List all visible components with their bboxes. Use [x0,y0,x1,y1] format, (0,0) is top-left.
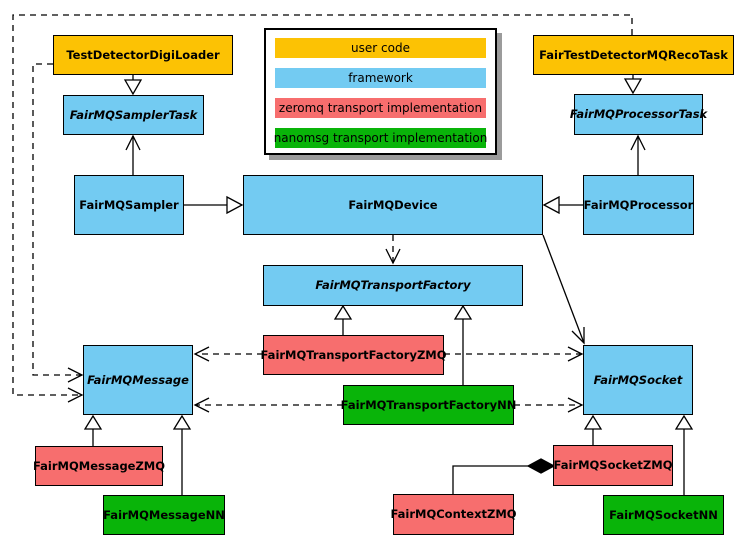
node-fairmqdevice: FairMQDevice [243,175,543,235]
edge-socketnn-socket [674,414,694,495]
legend-label-nanomsg: nanomsg transport implementation [273,131,488,145]
legend-item-user-code: user code [275,38,486,58]
edge-socketzmq-socket [583,414,603,445]
node-fairmqtransportfactoryzmq: FairMQTransportFactoryZMQ [261,335,447,375]
edge-tfzmq-transportfactory [333,304,353,335]
edge-contextzmq-socketzmq-composition [452,458,556,494]
node-fairmqsocket: FairMQSocket [583,345,693,415]
legend-item-nanomsg: nanomsg transport implementation [273,128,488,148]
node-fairmqprocessor: FairMQProcessor [583,175,694,235]
edge-messagezmq-message [83,414,103,446]
node-fairmqmessagezmq: FairMQMessageZMQ [33,446,165,486]
edge-messagenn-message [172,414,192,495]
node-fairmqcontextzmq: FairMQContextZMQ [390,494,517,535]
node-fairmqsocketzmq: FairMQSocketZMQ [553,445,673,486]
edge-device-transportfactory [385,235,401,265]
node-fairmqsampler: FairMQSampler [74,175,184,235]
node-fairmqsamplertask: FairMQSamplerTask [63,95,204,135]
edge-tfnn-transportfactory [453,304,473,385]
legend-label-framework: framework [348,71,413,85]
legend-label-user-code: user code [351,41,410,55]
edge-tfnn-message [193,397,343,413]
edge-processor-processortask [630,134,646,175]
edge-tfzmq-message [193,346,263,362]
node-testdetectordigiloader: TestDetectorDigiLoader [53,35,233,75]
node-fairmqsocketnn: FairMQSocketNN [603,495,724,535]
edge-digiloader-message [32,63,84,383]
edge-digiloader-samplertask [123,75,143,96]
node-fairmqtransportfactorynn: FairMQTransportFactoryNN [341,385,516,425]
node-fairmqtransportfactory: FairMQTransportFactory [263,265,523,306]
edge-recotask-processortask [623,75,643,95]
legend-item-framework: framework [275,68,486,88]
node-fairtestdetectormqrecotask: FairTestDetectorMQRecoTask [533,35,734,75]
edge-processor-device [542,195,583,215]
edge-tfnn-socket [514,397,584,413]
edge-sampler-device [184,195,244,215]
edge-recotask-message [12,14,633,403]
node-fairmqmessage: FairMQMessage [83,345,193,415]
node-fairmqmessagenn: FairMQMessageNN [103,495,225,535]
edge-tfzmq-socket [444,346,584,362]
edge-device-socket [542,234,585,345]
node-fairmqprocessortask: FairMQProcessorTask [570,94,707,135]
edge-sampler-samplertask [125,134,141,175]
legend-item-zeromq: zeromq transport implementation [275,98,486,118]
legend-label-zeromq: zeromq transport implementation [278,101,483,115]
legend: user code framework zeromq transport imp… [264,28,497,155]
